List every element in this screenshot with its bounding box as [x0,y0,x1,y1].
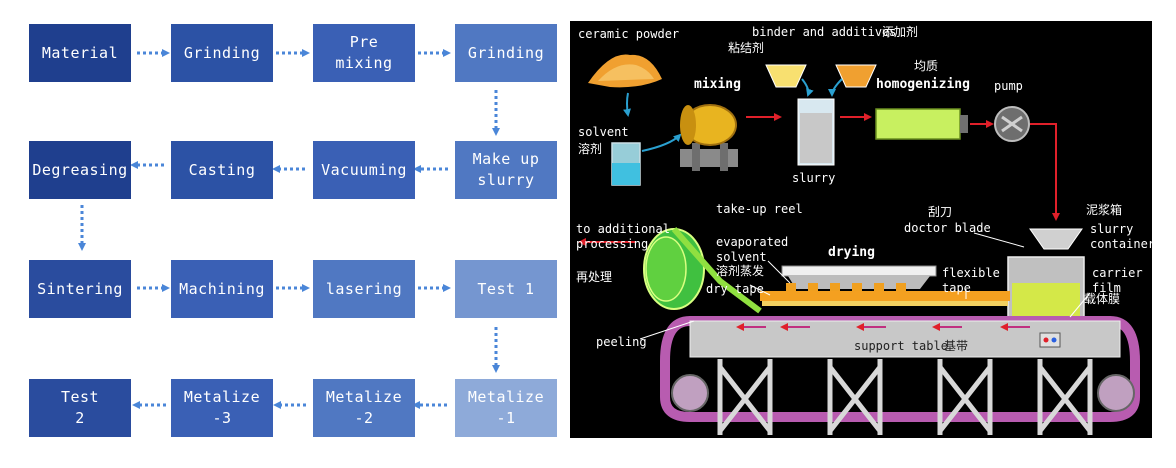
step-degreasing: Degreasing [29,141,131,199]
tape-layer [760,291,1010,301]
conveyor-belt [660,316,1140,422]
label-pump: pump [994,79,1023,93]
slurry-container [1007,228,1085,326]
take-up-reel [643,227,762,314]
label-binder-cn-right: 添加剂 [882,25,919,39]
homogenizer [875,108,968,140]
label-ceramic-powder: ceramic powder [578,27,680,41]
tape-casting-illustration [578,54,1140,435]
flowchart-arrows [78,49,500,409]
step-sintering: Sintering [29,260,131,318]
binder-flasks [765,64,877,88]
label-slurry: slurry [792,171,836,185]
ball-mill [680,104,738,171]
label-support-table-cn: 基带 [944,339,969,353]
step-machining: Machining [171,260,273,318]
step-pre-mixing: Pre mixing [313,24,415,82]
step-casting: Casting [171,141,273,199]
label-flexible-tape: flexible tape [942,266,1000,295]
label-solvent: solvent [578,125,629,139]
label-binder-additives: binder and additives [752,25,897,39]
label-slurry-box-cn: 泥浆箱 [1086,203,1123,217]
label-solvent-cn: 溶剂 [578,142,603,156]
label-doctor-blade-cn: 刮刀 [928,205,953,219]
step-grinding-1: Grinding [171,24,273,82]
label-to-additional-cn: 再处理 [576,270,613,284]
label-carrier-film: carrier film [1092,266,1143,295]
pump-icon [994,106,1030,142]
label-take-up-reel: take-up reel [716,202,803,216]
label-homogenizing: homogenizing [876,77,970,92]
tape-casting-diagram: ceramic powder binder and additives 添加剂 … [570,21,1152,438]
label-to-additional: to additional processing [576,222,670,251]
label-carrier-film-cn: 载体膜 [1084,292,1121,306]
label-support-table: support table [854,339,948,353]
step-test-2: Test 2 [29,379,131,437]
label-binder-cn-left: 粘结剂 [728,41,765,55]
label-evaporated-cn: 溶剂蒸发 [716,264,765,278]
step-grinding-2: Grinding [455,24,557,82]
step-metalize-3: Metalize -3 [171,379,273,437]
label-evaporated-solvent: evaporated solvent [716,235,789,264]
label-drying: drying [828,245,875,260]
label-slurry-container: slurry container [1090,222,1152,251]
label-homogenizing-cn: 均质 [914,59,939,73]
step-metalize-1: Metalize -1 [455,379,557,437]
label-doctor-blade: doctor blade [904,221,991,235]
step-metalize-2: Metalize -2 [313,379,415,437]
step-material: Material [29,24,131,82]
support-legs [717,359,1093,435]
step-lasering: lasering [313,260,415,318]
label-mixing: mixing [694,77,741,92]
step-make-up-slurry: Make up slurry [455,141,557,199]
slurry-cylinder [797,98,835,166]
step-test-1: Test 1 [455,260,557,318]
solvent-beaker [611,142,641,186]
label-peeling: peeling [596,335,647,349]
drying-hood [781,265,937,289]
label-dry-tape: dry tape [706,282,764,296]
step-vacuuming: Vacuuming [313,141,415,199]
